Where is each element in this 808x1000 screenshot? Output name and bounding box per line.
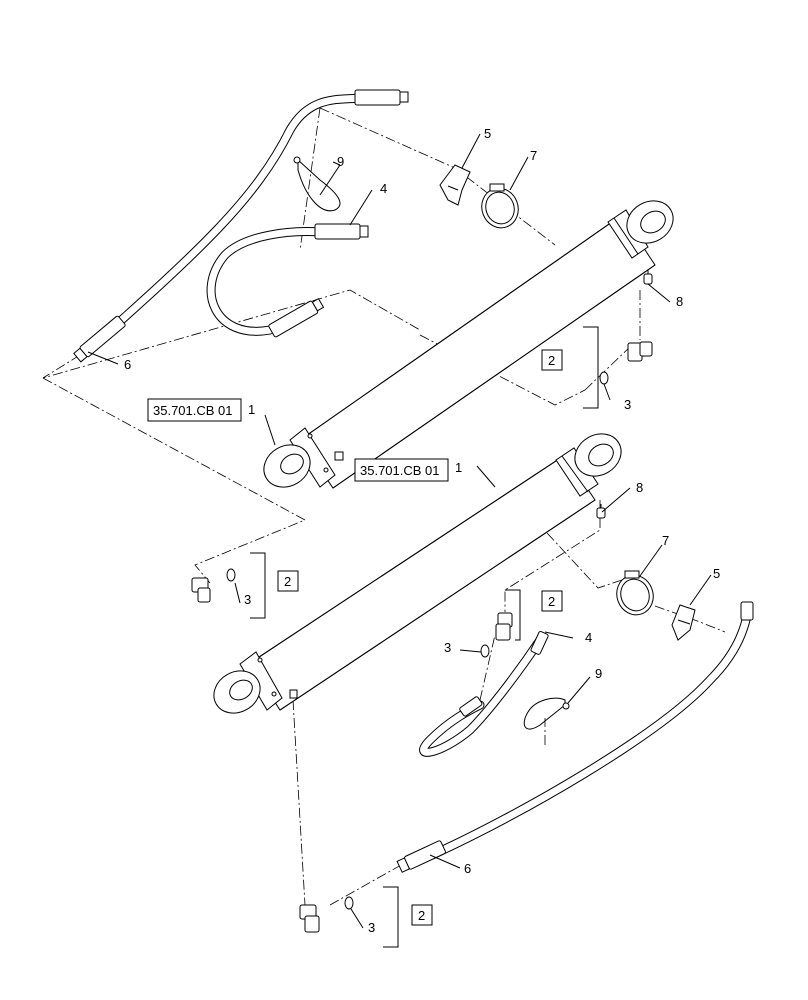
callout-8-upper: 8	[676, 294, 683, 309]
elbow-fitting-left	[191, 577, 211, 603]
callout-5-upper: 5	[484, 126, 491, 141]
callout-5-lower: 5	[713, 566, 720, 581]
elbow-fitting-bottom	[299, 904, 320, 933]
callout-9-lower: 9	[595, 666, 602, 681]
upper-cable-tie	[293, 156, 341, 212]
callout-3-upper-right: 3	[624, 397, 631, 412]
item-2-boxes: 2 2 2 2	[277, 349, 563, 926]
lower-hydraulic-cylinder	[213, 433, 622, 714]
callout-6-upper: 6	[124, 357, 131, 372]
callout-2-bottom: 2	[418, 908, 425, 923]
callout-1-lower: 1	[455, 460, 462, 475]
upper-hose-clamp	[481, 183, 519, 229]
cylinder-reference-upper[interactable]: 35.701.CB 01	[153, 403, 233, 418]
callout-3-bottom: 3	[368, 920, 375, 935]
lower-hose-bracket	[671, 604, 696, 641]
lower-long-hose	[396, 601, 754, 873]
lower-hose-clamp	[616, 570, 654, 616]
callout-4-upper: 4	[380, 181, 387, 196]
callout-2-middle: 2	[548, 594, 555, 609]
callout-7-upper: 7	[530, 148, 537, 163]
callout-3-left: 3	[244, 592, 251, 607]
elbow-fitting-middle	[495, 612, 513, 641]
callout-9-upper: 9	[337, 154, 344, 169]
upper-hose-bracket	[439, 164, 471, 206]
callout-7-lower: 7	[662, 533, 669, 548]
o-rings	[226, 371, 609, 910]
callout-labels: 5 7 9 4 6 8 3 1 1 8 7 5 3 3 4 9 6 3	[124, 126, 720, 935]
elbow-fitting-upper-right	[627, 341, 653, 362]
lower-cable-tie	[523, 697, 570, 730]
callout-8-lower: 8	[636, 480, 643, 495]
callout-2-upper-right: 2	[548, 353, 555, 368]
upper-hydraulic-cylinder	[263, 200, 674, 489]
lower-short-hose	[419, 630, 549, 757]
callout-leaders	[87, 133, 712, 948]
callout-3-middle: 3	[444, 640, 451, 655]
upper-short-hose	[206, 223, 369, 338]
callout-6-lower: 6	[464, 861, 471, 876]
callout-4-lower: 4	[585, 630, 592, 645]
callout-1-upper: 1	[248, 402, 255, 417]
upper-long-hose	[73, 89, 409, 363]
cylinder-reference-lower[interactable]: 35.701.CB 01	[360, 463, 440, 478]
reference-boxes[interactable]: 35.701.CB 01 35.701.CB 01	[147, 398, 449, 482]
callout-2-left: 2	[284, 574, 291, 589]
